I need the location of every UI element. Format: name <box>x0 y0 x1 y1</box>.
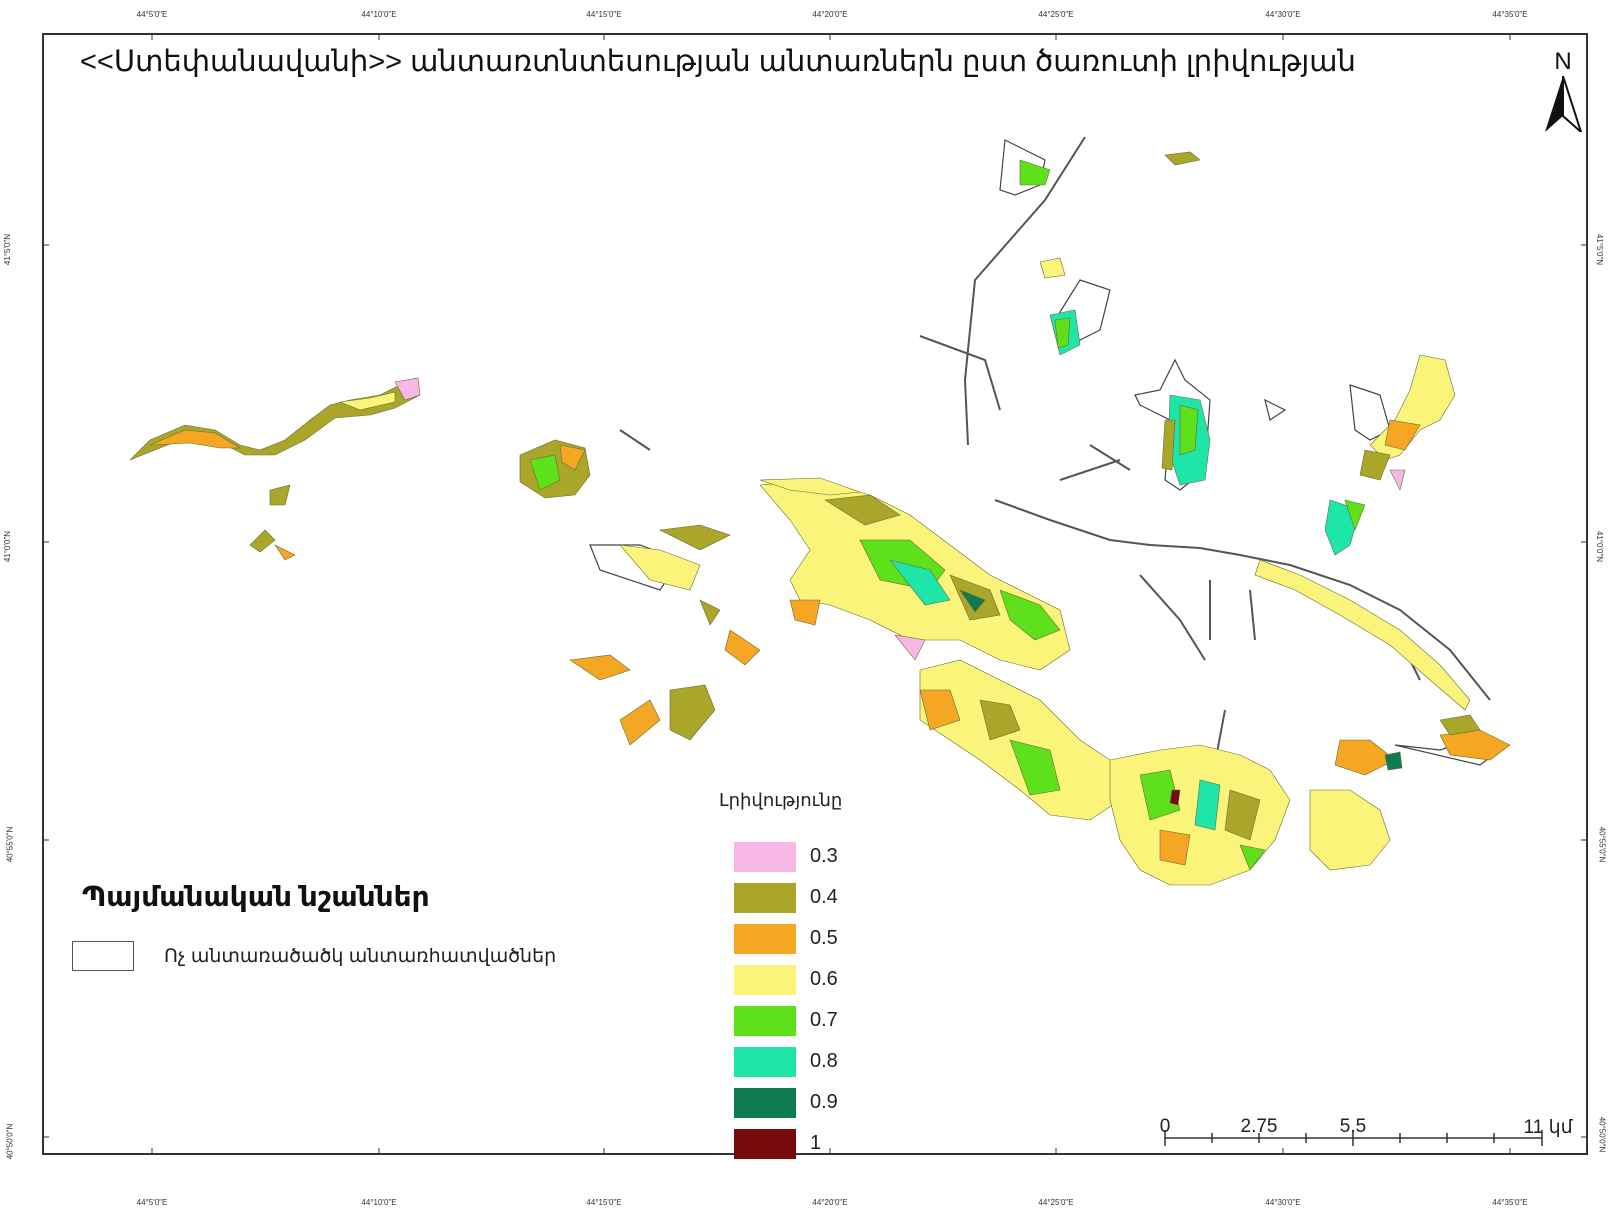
density-value: 0.7 <box>810 1009 838 1031</box>
density-value: 0.6 <box>810 968 838 990</box>
lon-label: 44°25'0"E <box>1038 10 1074 19</box>
density-swatch <box>734 964 796 995</box>
lon-label: 44°5'0"E <box>136 10 168 19</box>
density-class: 0.5 <box>734 918 838 959</box>
density-legend-title: Լրիվությունը <box>719 790 843 810</box>
legend-title: Պայմանական նշաններ <box>82 881 430 912</box>
lon-label: 44°35'0"E <box>1492 10 1528 19</box>
density-class: 1 <box>734 1123 838 1164</box>
lon-label: 44°35'0"E <box>1492 1198 1528 1207</box>
graticule-ticks <box>42 33 1588 1155</box>
road-lines <box>619 136 1491 791</box>
map-title: <<Ստեփանավանի>> անտառտնտեսության անտառնե… <box>80 46 1356 78</box>
density-class: 0.8 <box>734 1041 838 1082</box>
scale-bar <box>1164 1130 1543 1146</box>
density-swatch <box>734 1005 796 1036</box>
non-forest-swatch <box>72 941 134 971</box>
legend-non-forest: Ոչ անտառածածկ անտառհատվածներ <box>72 940 556 972</box>
density-swatch <box>734 1128 796 1159</box>
density-class: 0.3 <box>734 836 838 877</box>
density-swatch <box>734 882 796 913</box>
lon-label: 44°15'0"E <box>586 1198 622 1207</box>
scale-label-1: 2.75 <box>1240 1116 1278 1137</box>
lon-label: 44°20'0"E <box>812 10 848 19</box>
lon-label: 44°25'0"E <box>1038 1198 1074 1207</box>
lon-label: 44°30'0"E <box>1265 1198 1301 1207</box>
density-swatch <box>734 1087 796 1118</box>
density-class: 0.9 <box>734 1082 838 1123</box>
scale-label-0: 0 <box>1159 1116 1171 1137</box>
density-class: 0.7 <box>734 1000 838 1041</box>
scale-label-3: 11 կմ <box>1523 1117 1573 1138</box>
map-frame <box>42 33 1588 1155</box>
density-value: 1 <box>810 1132 822 1154</box>
lon-label: 44°15'0"E <box>586 10 622 19</box>
density-value: 0.8 <box>810 1050 838 1072</box>
lon-label: 44°30'0"E <box>1265 10 1301 19</box>
density-swatch <box>734 1046 796 1077</box>
lon-label: 44°20'0"E <box>812 1198 848 1207</box>
scale-label-2: 5.5 <box>1339 1116 1367 1137</box>
density-swatch <box>734 923 796 954</box>
lon-label: 44°5'0"E <box>136 1198 168 1207</box>
density-value: 0.9 <box>810 1091 838 1113</box>
forest-compartments <box>129 151 1511 886</box>
density-value: 0.3 <box>810 845 838 867</box>
density-swatch <box>734 841 796 872</box>
density-class: 0.6 <box>734 959 838 1000</box>
density-class: 0.4 <box>734 877 838 918</box>
density-legend: 0.3 0.4 0.5 0.6 0.7 0.8 0.9 1 <box>734 836 838 1164</box>
lon-label: 44°10'0"E <box>361 1198 397 1207</box>
north-label: N <box>1554 48 1572 75</box>
density-value: 0.4 <box>810 886 838 908</box>
north-arrow-icon <box>1545 75 1584 136</box>
lon-label: 44°10'0"E <box>361 10 397 19</box>
north-arrow: N <box>1540 48 1586 137</box>
density-value: 0.5 <box>810 927 838 949</box>
non-forest-label: Ոչ անտառածածկ անտառհատվածներ <box>164 945 557 967</box>
